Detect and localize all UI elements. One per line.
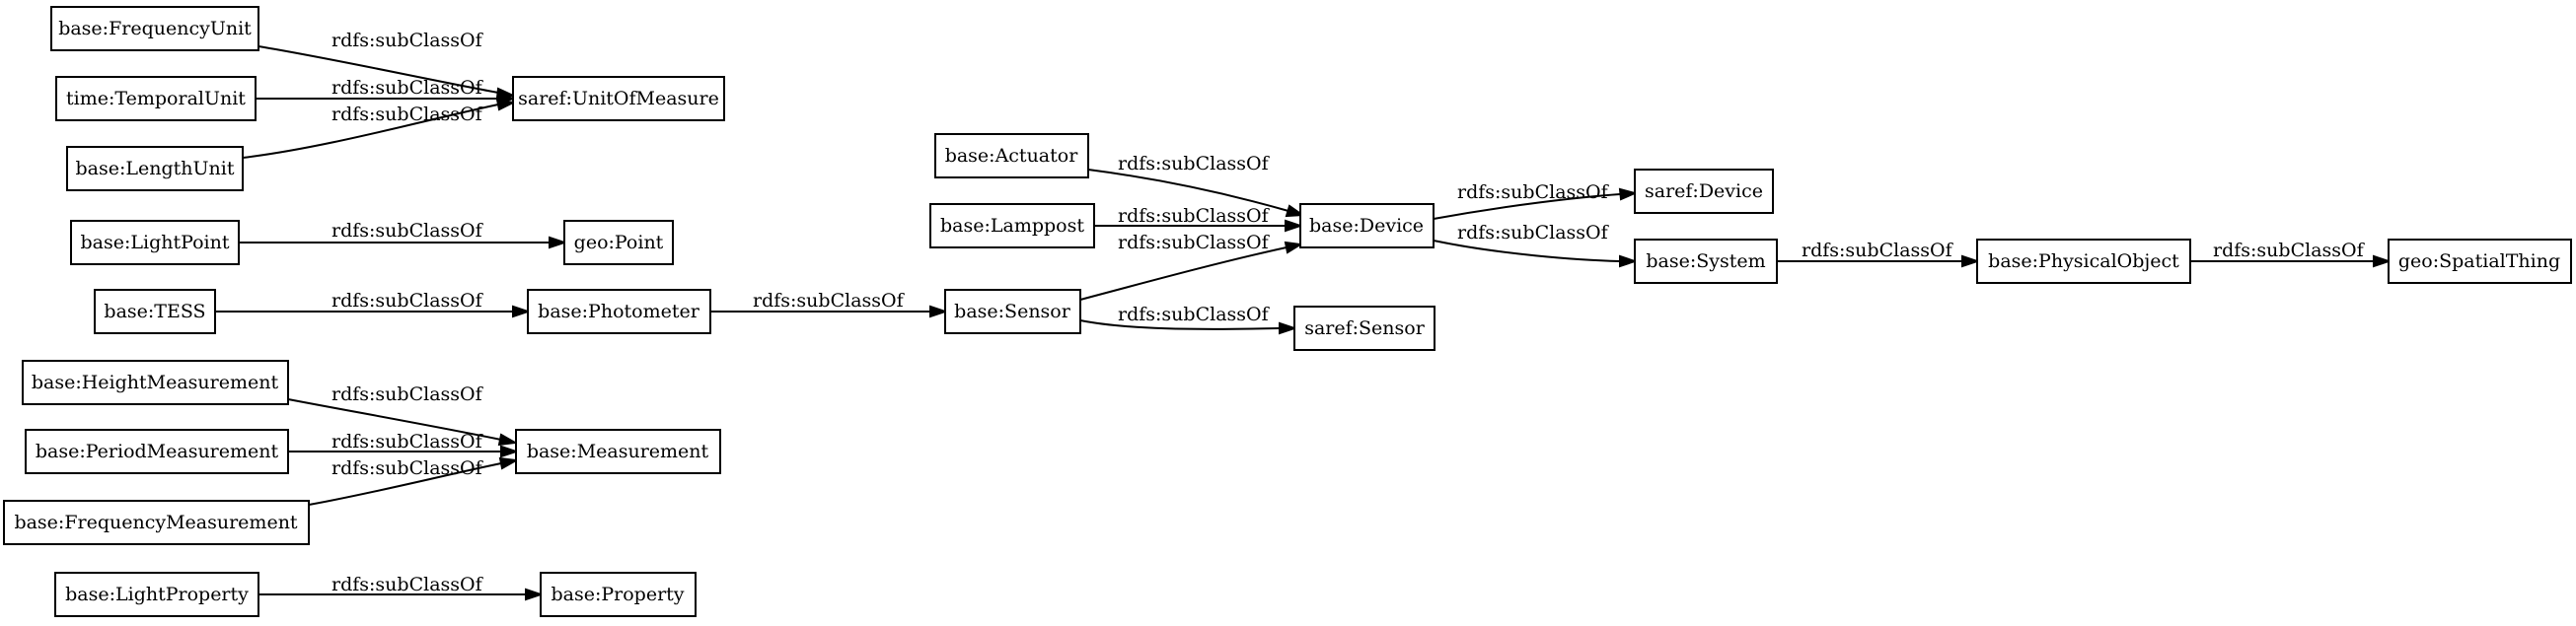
node-label: geo:SpatialThing [2398,250,2560,272]
edge-label: rdfs:subClassOf [331,104,484,125]
node-light-point: base:LightPoint [70,220,240,265]
node-label: base:TESS [104,301,205,322]
node-height-measurement: base:HeightMeasurement [22,360,289,405]
edge-label: rdfs:subClassOf [1118,232,1271,253]
node-system: base:System [1634,239,1778,284]
edge-lengthunit-unitofmeasure: rdfs:subClassOf [242,98,517,159]
node-saref-device: saref:Device [1634,169,1774,214]
edge-periodmeasurement-measurement: rdfs:subClassOf [288,431,520,458]
node-device: base:Device [1299,203,1435,248]
edge-label: rdfs:subClassOf [331,431,484,452]
edge-heightmeasurement-measurement: rdfs:subClassOf [287,383,519,447]
node-label: base:Device [1309,215,1424,237]
node-label: saref:Device [1645,180,1763,202]
edge-temporalunit-unitofmeasure: rdfs:subClassOf [256,77,517,105]
node-label: base:Lamppost [940,215,1084,237]
edge-label: rdfs:subClassOf [1118,304,1271,325]
node-label: base:Actuator [945,145,1079,167]
edge-photometer-sensor: rdfs:subClassOf [710,290,949,318]
edge-label: rdfs:subClassOf [1118,153,1271,174]
edge-device-system: rdfs:subClassOf [1433,222,1639,268]
node-label: time:TemporalUnit [66,88,246,109]
edge-physicalobject-spatialthing: rdfs:subClassOf [2190,240,2392,268]
edge-label: rdfs:subClassOf [331,77,484,99]
edge-lightpoint-geopoint: rdfs:subClassOf [239,220,568,249]
node-lamppost: base:Lamppost [929,203,1095,248]
node-sensor: base:Sensor [944,289,1081,334]
node-label: base:Property [551,584,684,605]
node-label: base:LightProperty [65,584,249,605]
node-period-measurement: base:PeriodMeasurement [25,429,289,474]
node-length-unit: base:LengthUnit [66,146,244,191]
node-geo-point: geo:Point [563,220,674,265]
node-measurement: base:Measurement [515,429,721,474]
node-physical-object: base:PhysicalObject [1976,239,2191,284]
node-label: base:Sensor [954,301,1071,322]
node-label: base:PhysicalObject [1988,250,2179,272]
edge-label: rdfs:subClassOf [331,290,484,312]
edge-label: rdfs:subClassOf [331,30,484,51]
node-temporal-unit: time:TemporalUnit [55,76,257,121]
node-frequency-unit: base:FrequencyUnit [50,6,259,51]
node-label: saref:UnitOfMeasure [518,88,719,109]
edge-lamppost-device: rdfs:subClassOf [1094,205,1304,233]
node-unit-of-measure: saref:UnitOfMeasure [512,76,725,121]
node-saref-sensor: saref:Sensor [1293,306,1435,351]
node-label: base:LengthUnit [76,158,235,179]
edge-label: rdfs:subClassOf [331,574,484,595]
node-label: base:LightPoint [80,232,229,253]
edge-device-sarefdevice: rdfs:subClassOf [1433,181,1639,220]
node-tess: base:TESS [94,289,216,334]
edge-sensor-device: rdfs:subClassOf [1079,232,1303,301]
node-label: base:Photometer [538,301,700,322]
edge-label: rdfs:subClassOf [2213,240,2366,261]
edge-frequencyunit-unitofmeasure: rdfs:subClassOf [258,30,517,100]
node-label: base:Measurement [527,441,709,462]
node-label: saref:Sensor [1304,317,1426,339]
node-label: base:PeriodMeasurement [36,441,279,462]
edge-label: rdfs:subClassOf [331,220,484,242]
edge-label: rdfs:subClassOf [1802,240,1954,261]
edge-tess-photometer: rdfs:subClassOf [215,290,532,318]
edge-label: rdfs:subClassOf [1457,181,1610,203]
node-label: base:HeightMeasurement [32,372,279,393]
node-label: base:System [1646,250,1765,272]
node-label: base:FrequencyMeasurement [14,512,297,533]
node-light-property: base:LightProperty [54,572,259,617]
edge-actuator-device: rdfs:subClassOf [1087,153,1305,218]
edge-sensor-sarefsensor: rdfs:subClassOf [1079,304,1298,335]
edge-label: rdfs:subClassOf [753,290,906,312]
node-actuator: base:Actuator [934,133,1089,178]
edge-label: rdfs:subClassOf [1457,222,1610,243]
edge-system-physicalobject: rdfs:subClassOf [1777,240,1981,268]
node-label: base:FrequencyUnit [58,18,252,39]
edge-label: rdfs:subClassOf [331,457,484,479]
node-photometer: base:Photometer [527,289,711,334]
edge-label: rdfs:subClassOf [1118,205,1271,227]
edge-label: rdfs:subClassOf [331,383,484,405]
node-property: base:Property [540,572,697,617]
edge-lightproperty-property: rdfs:subClassOf [258,574,545,601]
node-label: geo:Point [574,232,664,253]
node-spatial-thing: geo:SpatialThing [2388,239,2572,284]
edge-frequencymeasurement-measurement: rdfs:subClassOf [308,456,520,506]
node-frequency-measurement: base:FrequencyMeasurement [3,500,310,545]
